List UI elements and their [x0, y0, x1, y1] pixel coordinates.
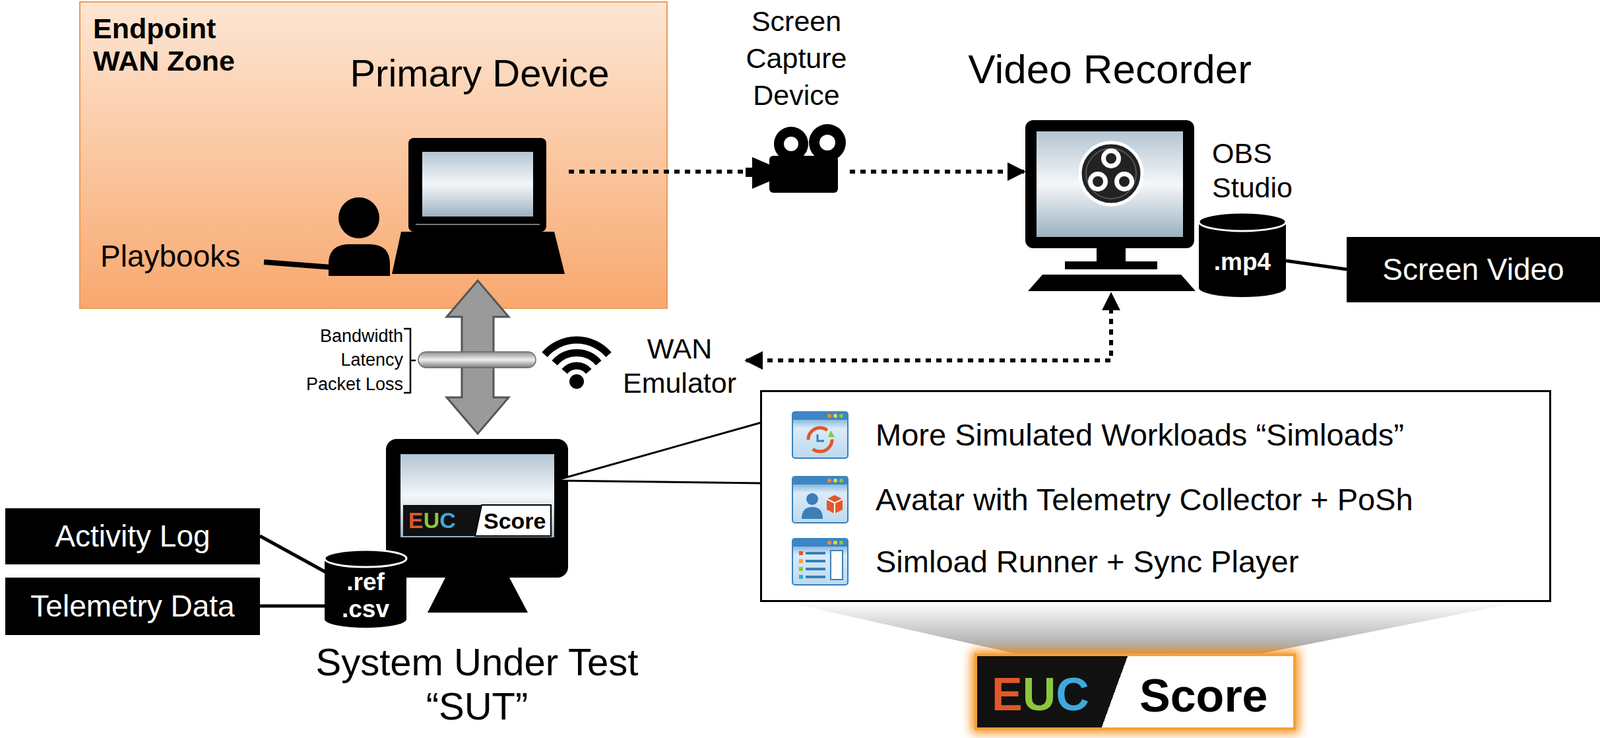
output-label: Activity Log	[54, 518, 210, 554]
device-title: Video Recorder	[944, 45, 1275, 93]
device-title: WAN Emulator	[616, 331, 743, 400]
dotted-connector	[746, 293, 1112, 361]
file-ext: .ref .csv	[335, 568, 396, 623]
workload-icon	[791, 410, 850, 460]
software-name: OBS Studio	[1212, 136, 1312, 205]
callout-pointer	[554, 422, 762, 483]
monitor-icon	[1025, 120, 1196, 291]
output-label: Telemetry Data	[30, 588, 235, 624]
laptop-icon	[391, 137, 565, 274]
dotted-connector	[849, 169, 1024, 174]
device-laptop: Primary Device	[395, 135, 564, 276]
workload-icon	[791, 475, 850, 524]
beam	[785, 601, 1521, 655]
output-box: Telemetry Data	[5, 577, 260, 635]
component-item: Simload Runner + Sync Player	[875, 543, 1542, 580]
sut-monitor: EUCScoreSystem Under Test “SUT”	[385, 438, 569, 613]
component-item: More Simulated Workloads “Simloads”	[875, 416, 1542, 453]
link-bar	[418, 351, 536, 368]
leader-line	[1285, 260, 1347, 270]
file-cylinder: .ref .csv	[324, 548, 407, 628]
dotted-connector	[568, 169, 743, 174]
logo-badge: EUC Score	[974, 653, 1296, 730]
link-parameter: Latency	[271, 349, 404, 371]
wifi-icon	[544, 339, 609, 389]
device-title: Primary Device	[314, 51, 645, 96]
database-cylinder	[1198, 212, 1286, 297]
file-cylinder: .mp4	[1198, 212, 1286, 297]
emulator-node: WAN Emulator	[616, 329, 743, 403]
monitor-icon	[385, 438, 569, 613]
leader-line	[259, 604, 328, 608]
device-title: System Under Test “SUT”	[292, 640, 662, 728]
workload-icon	[791, 537, 850, 586]
zone-title: Endpoint WAN Zone	[93, 12, 252, 78]
file-ext: .mp4	[1214, 248, 1271, 277]
capture-device: Screen Capture Device	[745, 125, 848, 196]
logo-text: Score	[483, 508, 547, 534]
component-item: Avatar with Telemetry Collector + PoSh	[875, 481, 1542, 518]
output-box: Screen Video	[1346, 236, 1600, 303]
camera-icon	[745, 124, 846, 193]
person-icon	[263, 197, 390, 276]
recorder-monitor: Video RecorderOBS Studio	[1025, 120, 1195, 291]
database-cylinder	[324, 549, 407, 628]
link-parameter: Packet Loss	[271, 374, 404, 395]
actor-label: Playbooks	[100, 238, 266, 274]
link-parameter: Bandwidth	[271, 325, 404, 347]
logo-text: Score	[1139, 669, 1269, 723]
leader-line	[259, 535, 328, 573]
output-label: Screen Video	[1382, 252, 1564, 288]
zone-ground	[79, 1, 668, 309]
logo-text: EUC	[991, 667, 1090, 722]
callout-box: More Simulated Workloads “Simloads” Avata…	[760, 389, 1552, 602]
bracket	[403, 328, 416, 393]
logo-text: EUC	[408, 507, 456, 534]
device-title: Screen Capture Device	[723, 3, 869, 115]
output-box: Activity Log	[5, 508, 260, 565]
